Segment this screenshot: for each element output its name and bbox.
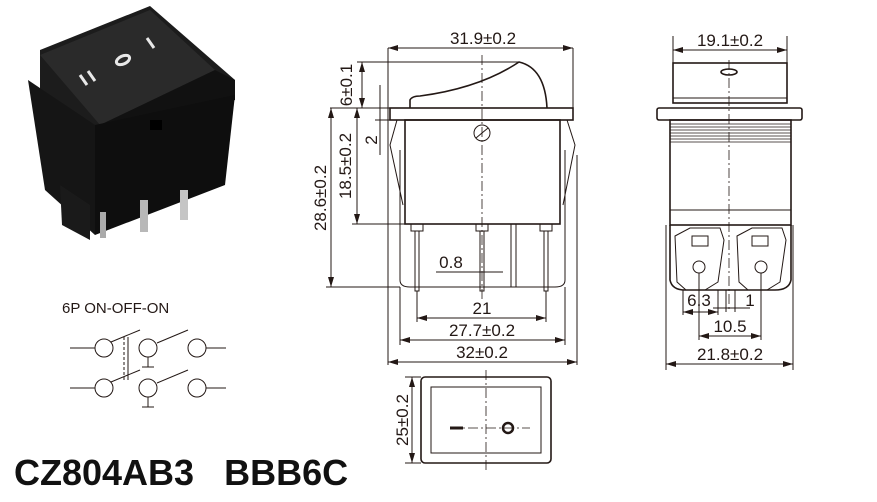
dim-terminal-width: 6.3: [687, 291, 711, 310]
dim-terminal-pitch: 10.5: [713, 317, 746, 336]
front-view: 31.9±0.2 6±0.1 2 18.5±0.2 28.6±0.2 0.8 2…: [311, 29, 578, 365]
model-title: CZ804AB3 BBB6C: [14, 452, 348, 494]
model-number: CZ804AB3: [14, 452, 195, 493]
dim-body-width: 27.7±0.2: [449, 321, 515, 340]
model-variant: BBB6C: [224, 452, 349, 493]
side-view: 19.1±0.2 6.3 1 10.5 21.8±0.2: [656, 31, 803, 370]
dim-pin-pitch: 21: [473, 299, 492, 318]
photo-symbols: [78, 37, 156, 86]
dim-flange-thickness: 2: [362, 135, 381, 144]
dim-total-width: 32±0.2: [456, 343, 508, 362]
dim-pin-width: 0.8: [439, 253, 463, 272]
dim-side-total-width: 21.8±0.2: [697, 345, 763, 364]
top-view: 25±0.2: [393, 370, 552, 470]
dim-cutout-height: 25±0.2: [393, 394, 412, 446]
dim-actuator-height: 6±0.1: [337, 64, 356, 106]
circuit-schematic: [70, 329, 226, 408]
dim-terminal-gap: 1: [745, 291, 754, 310]
schematic-title: 6P ON-OFF-ON: [62, 300, 170, 317]
dim-total-height: 28.6±0.2: [311, 165, 330, 231]
dim-body-height: 18.5±0.2: [336, 133, 355, 199]
switch-photo: [28, 6, 235, 240]
front-pins: [410, 223, 553, 292]
dim-side-width-top: 19.1±0.2: [697, 31, 763, 50]
dim-front-width-top: 31.9±0.2: [450, 29, 516, 48]
